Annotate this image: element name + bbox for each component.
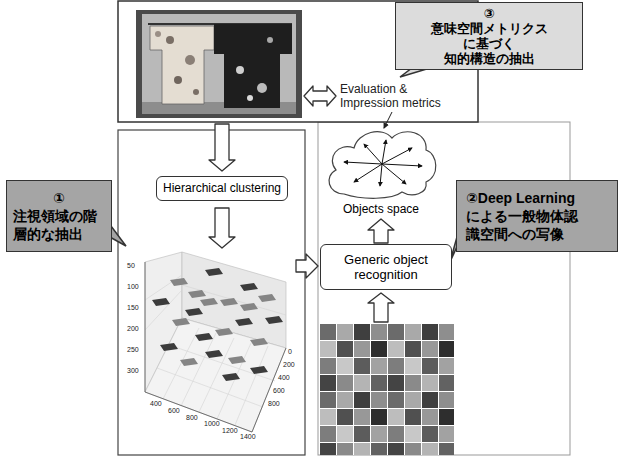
metrics-label: Evaluation & Impression metrics — [340, 82, 458, 110]
axis-tick: 250 — [127, 346, 139, 354]
space-vector — [382, 148, 412, 164]
callout-box: ②Deep Learning による一般物体認 識空間への写像 — [456, 180, 618, 252]
axis-tick: 150 — [127, 304, 139, 312]
axis-tick: 800 — [268, 400, 280, 408]
axis-tick: 1200 — [222, 427, 238, 435]
process-box: Hierarchical clustering — [156, 176, 288, 201]
space-vector — [364, 144, 382, 164]
axis-tick: 200 — [127, 325, 139, 333]
leader-arrow — [384, 112, 392, 128]
node-label: Generic object recognition — [327, 252, 445, 282]
space-vector — [382, 140, 386, 164]
node-label: ②Deep Learning による一般物体認 識空間への写像 — [466, 189, 607, 243]
space-vector — [380, 164, 382, 186]
process-box: Generic object recognition — [320, 244, 452, 290]
right-panel — [318, 122, 570, 455]
right-arrow — [296, 254, 318, 278]
callout-box: ①注視領域の階 層的な抽出 — [6, 180, 112, 252]
axis-tick: 400 — [150, 400, 162, 408]
double-arrow — [304, 86, 336, 106]
space-vector — [382, 164, 422, 166]
axis-tick: 50 — [127, 262, 135, 270]
node-label: Hierarchical clustering — [163, 181, 281, 196]
kimono-photo — [136, 10, 302, 118]
space-vector — [354, 164, 382, 182]
left-panel — [118, 130, 305, 455]
cloud-shape — [329, 132, 436, 199]
callout-bubble: ③意味空間メトリクス に基づく 知的構造の抽出 — [395, 2, 583, 70]
axis-tick: 1400 — [240, 433, 256, 441]
axis-tick: 600 — [273, 387, 285, 395]
objects-space-cloud: Objects space — [322, 124, 440, 218]
axis-tick: 800 — [186, 414, 198, 422]
down-arrow — [209, 208, 235, 248]
callout-number: ① — [13, 189, 105, 207]
block-arrow — [368, 219, 394, 243]
axis-tick: 300 — [127, 367, 139, 375]
cluster-plot — [145, 252, 286, 432]
axis-tick: 200 — [283, 361, 295, 369]
axis-tick: 0 — [288, 348, 292, 356]
axis-tick: 600 — [168, 407, 180, 415]
callout-number: ③ — [400, 6, 578, 21]
space-vector — [382, 164, 406, 184]
axis-tick: 1000 — [204, 420, 220, 428]
node-label: Objects space — [343, 202, 419, 216]
node-label: 注視領域の階 層的な抽出 — [13, 207, 104, 243]
node-label: 意味空間メトリクス に基づく 知的構造の抽出 — [428, 21, 550, 66]
space-vector — [344, 162, 382, 164]
axis-tick: 100 — [127, 283, 139, 291]
axis-tick: 400 — [278, 374, 290, 382]
image-grid — [320, 324, 454, 455]
up-arrow — [368, 293, 394, 322]
down-arrow — [209, 124, 235, 171]
